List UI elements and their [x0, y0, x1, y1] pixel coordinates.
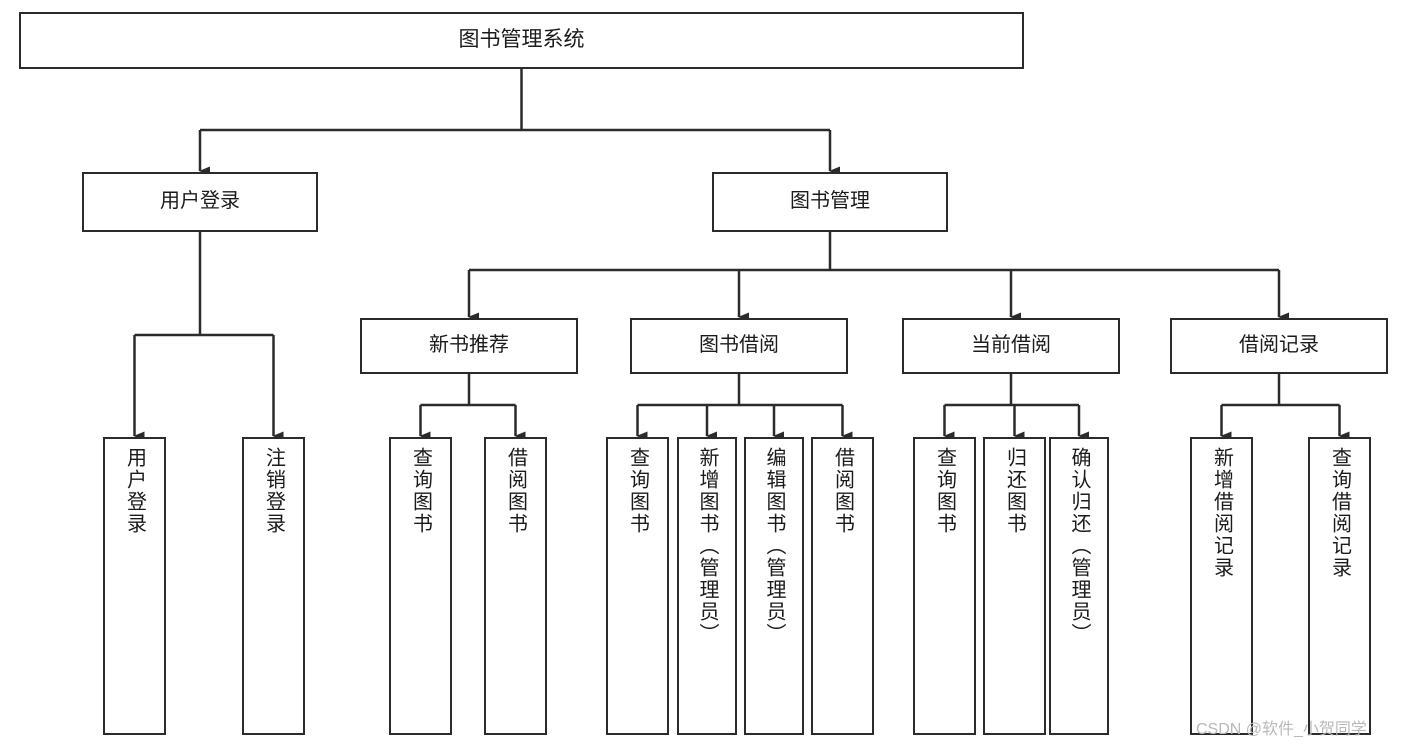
node-label: 当前借阅	[971, 334, 1051, 357]
node-label: 编辑图书（管理员）	[763, 447, 785, 645]
leaf-user-login[interactable]: 用户登录	[103, 437, 166, 735]
node-label: 查询借阅记录	[1328, 447, 1351, 579]
node-label: 注销登录	[262, 447, 285, 535]
node-label: 借阅图书	[831, 447, 854, 535]
node-label: 用户登录	[160, 190, 240, 213]
node-root-book-management-system[interactable]: 图书管理系统	[19, 12, 1024, 69]
leaf-borrow-book[interactable]: 借阅图书	[811, 437, 874, 735]
leaf-add-book-admin[interactable]: 新增图书（管理员）	[677, 437, 737, 735]
node-label: 新增图书（管理员）	[696, 447, 718, 645]
leaf-query-borrow-record[interactable]: 查询借阅记录	[1308, 437, 1371, 735]
node-book-management[interactable]: 图书管理	[712, 172, 948, 232]
leaf-borrow-book-recommend[interactable]: 借阅图书	[484, 437, 547, 735]
node-label: 借阅记录	[1239, 334, 1319, 357]
leaf-edit-book-admin[interactable]: 编辑图书（管理员）	[744, 437, 804, 735]
node-label: 确认归还（管理员）	[1068, 447, 1090, 645]
node-label: 用户登录	[123, 447, 146, 535]
node-label: 借阅图书	[504, 447, 527, 535]
node-borrow-record[interactable]: 借阅记录	[1170, 318, 1388, 374]
node-user-login[interactable]: 用户登录	[82, 172, 318, 232]
leaf-logout[interactable]: 注销登录	[242, 437, 305, 735]
node-label: 新增借阅记录	[1210, 447, 1233, 579]
node-book-borrow[interactable]: 图书借阅	[630, 318, 848, 374]
node-label: 查询图书	[409, 447, 432, 535]
node-new-book-recommendation[interactable]: 新书推荐	[360, 318, 578, 374]
leaf-confirm-return-admin[interactable]: 确认归还（管理员）	[1049, 437, 1109, 735]
leaf-query-book-borrow[interactable]: 查询图书	[606, 437, 669, 735]
node-label: 归还图书	[1003, 447, 1026, 535]
node-label: 新书推荐	[429, 334, 509, 357]
node-label: 图书管理系统	[458, 28, 585, 52]
leaf-query-book-recommend[interactable]: 查询图书	[389, 437, 452, 735]
leaf-query-book-current[interactable]: 查询图书	[913, 437, 976, 735]
leaf-return-book[interactable]: 归还图书	[983, 437, 1046, 735]
leaf-add-borrow-record[interactable]: 新增借阅记录	[1190, 437, 1253, 735]
node-label: 查询图书	[933, 447, 956, 535]
node-current-borrow[interactable]: 当前借阅	[902, 318, 1120, 374]
node-label: 查询图书	[626, 447, 649, 535]
node-label: 图书管理	[790, 190, 870, 213]
node-label: 图书借阅	[699, 334, 779, 357]
